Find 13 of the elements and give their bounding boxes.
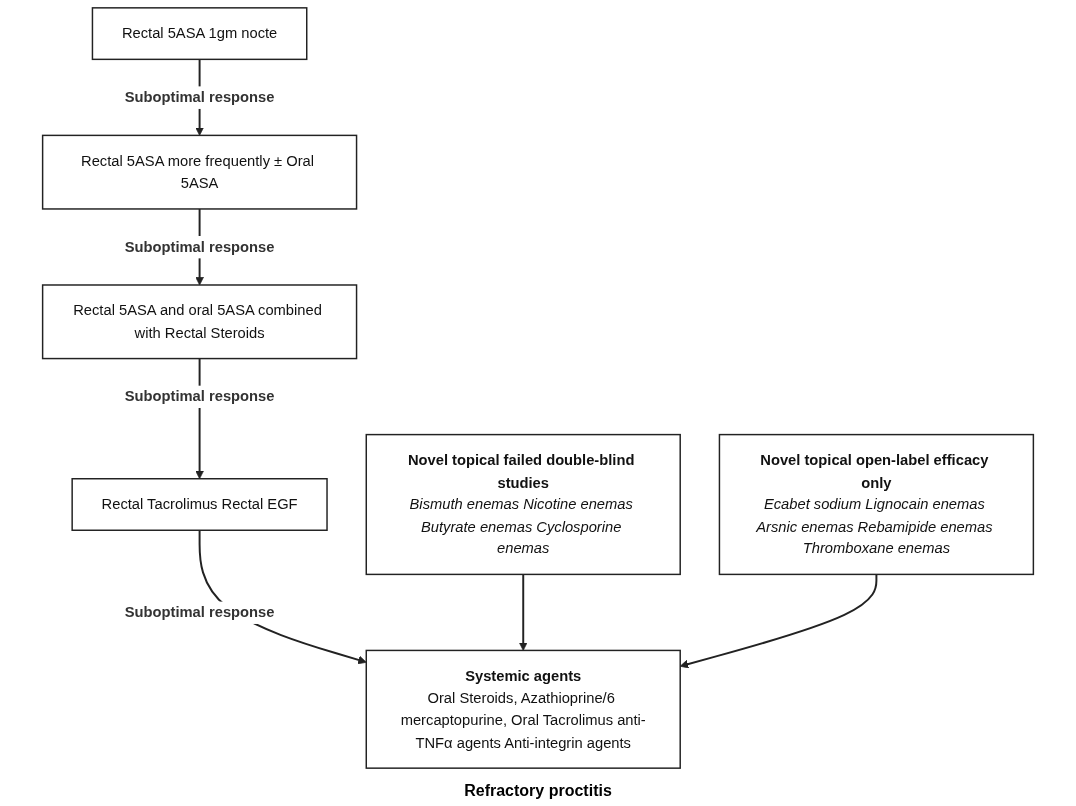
node-box: Systemic agents Oral Steroids, Azathioprine/6 mercaptopurine, Oral Tacrolimus anti-TNFα agents Anti-integrin agents [365,649,681,769]
edge-label: Suboptimal response [124,603,275,621]
node-box: Rectal 5ASA 1gm nocte [91,7,308,61]
node-box: Novel topical failed double-blind studies Bismuth enemas Nicotine enemas Butyrate enemas Cyclosporine enemas [365,433,681,576]
arrow [518,573,528,651]
node-box: Rectal 5ASA and oral 5ASA combined with Rectal Steroids [41,284,358,360]
node-box: Novel topical open-label efficacy only Ecabet sodium Lignocain enemas Arsnic enemas Rebamipide enemas Thromboxane enemas [718,433,1035,576]
node-box: Rectal Tacrolimus Rectal EGF [71,478,328,531]
edge-label: Suboptimal response [124,237,275,255]
node-box: Rectal 5ASA more frequently ± Oral 5ASA [41,134,358,210]
edge-label: Suboptimal response [124,387,275,405]
note-text: Refractory proctitis [464,782,612,799]
edge-label: Suboptimal response [124,88,275,105]
